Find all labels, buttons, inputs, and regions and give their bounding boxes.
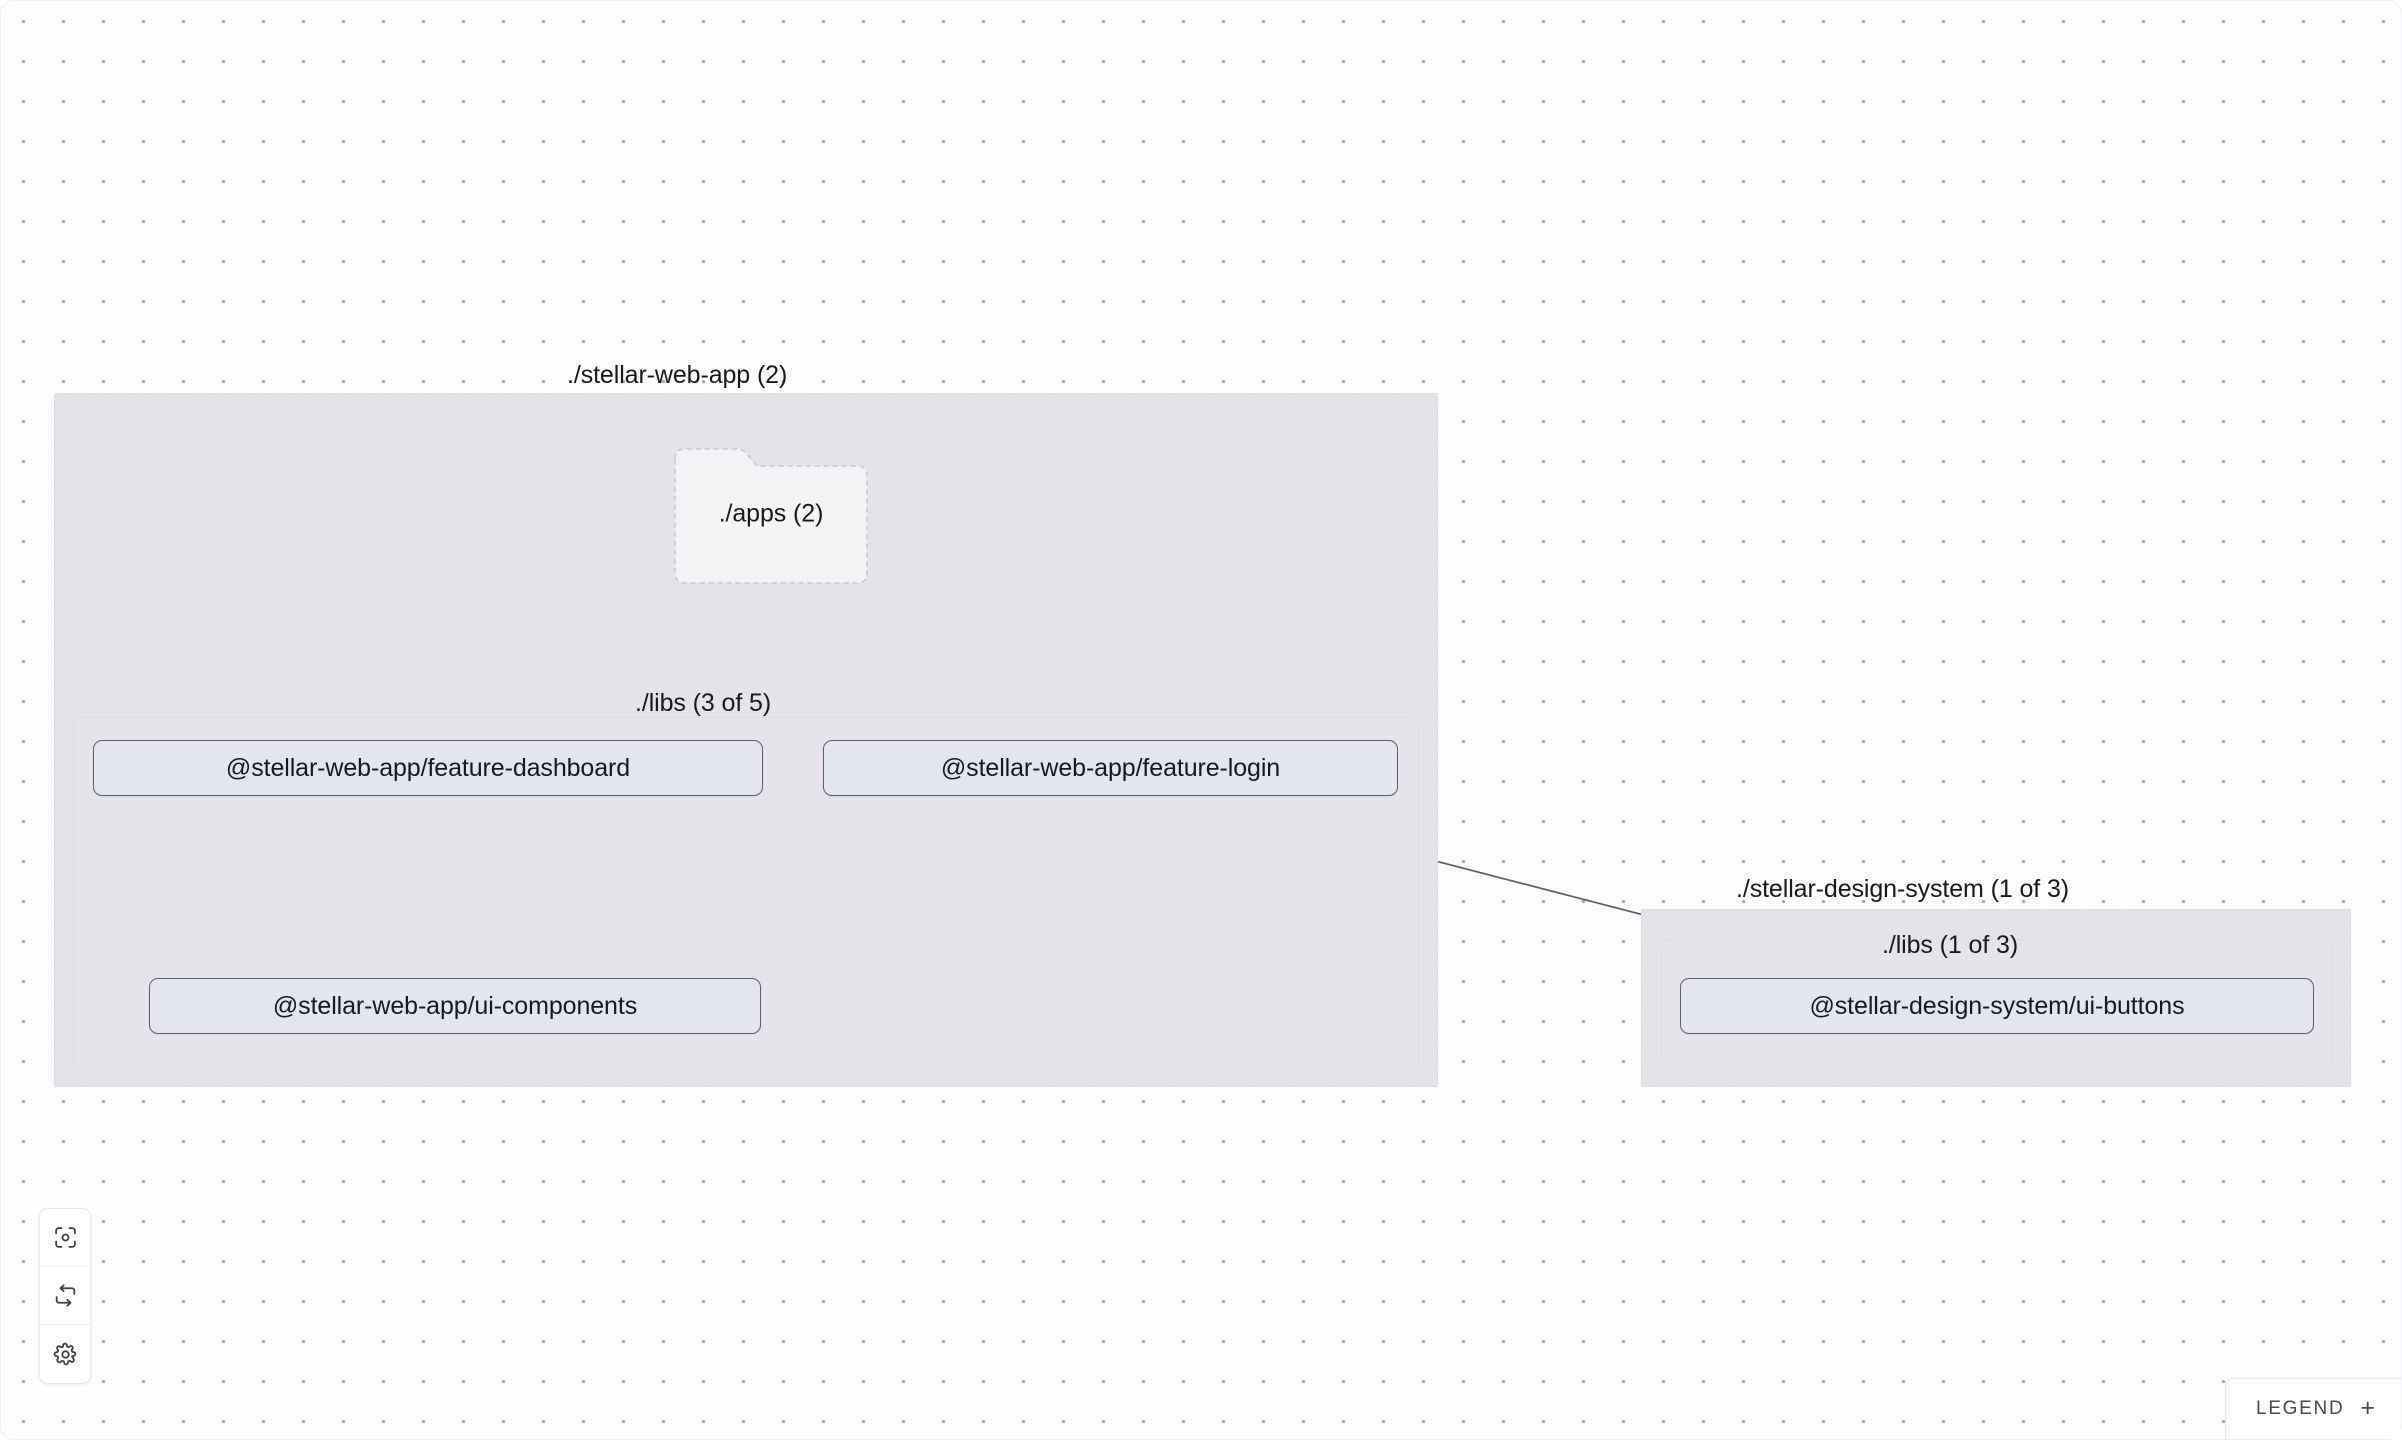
project-node-feature-login[interactable]: @stellar-web-app/feature-login — [823, 740, 1398, 796]
focus-graph-button[interactable] — [40, 1209, 90, 1267]
legend-expand-icon: + — [2360, 1394, 2375, 1422]
refresh-graph-button[interactable] — [40, 1267, 90, 1325]
group-label-stellar-design-system-libs: ./libs (1 of 3) — [1882, 931, 2019, 959]
group-label-stellar-web-app-libs: ./libs (3 of 5) — [635, 689, 772, 717]
project-node-feature-dashboard-label: @stellar-web-app/feature-dashboard — [225, 753, 631, 782]
project-node-ui-components-label: @stellar-web-app/ui-components — [272, 991, 638, 1020]
legend-label: LEGEND — [2256, 1397, 2345, 1419]
focus-target-icon — [53, 1225, 78, 1250]
project-node-ui-buttons[interactable]: @stellar-design-system/ui-buttons — [1680, 978, 2314, 1034]
folder-node-apps-label: ./apps (2) — [718, 499, 824, 528]
graph-settings-button[interactable] — [40, 1325, 90, 1383]
folder-icon — [674, 448, 868, 584]
project-node-ui-components[interactable]: @stellar-web-app/ui-components — [149, 978, 761, 1034]
project-node-feature-dashboard[interactable]: @stellar-web-app/feature-dashboard — [93, 740, 763, 796]
legend-toggle[interactable]: LEGEND + — [2225, 1378, 2401, 1439]
group-label-stellar-web-app: ./stellar-web-app (2) — [567, 361, 788, 389]
graph-controls — [39, 1208, 91, 1384]
group-label-stellar-design-system: ./stellar-design-system (1 of 3) — [1736, 875, 2070, 903]
project-node-ui-buttons-label: @stellar-design-system/ui-buttons — [1809, 991, 2185, 1020]
folder-node-apps[interactable]: ./apps (2) — [671, 437, 871, 585]
gear-icon — [53, 1342, 78, 1367]
project-node-feature-login-label: @stellar-web-app/feature-login — [940, 753, 1281, 782]
refresh-icon — [53, 1283, 78, 1308]
